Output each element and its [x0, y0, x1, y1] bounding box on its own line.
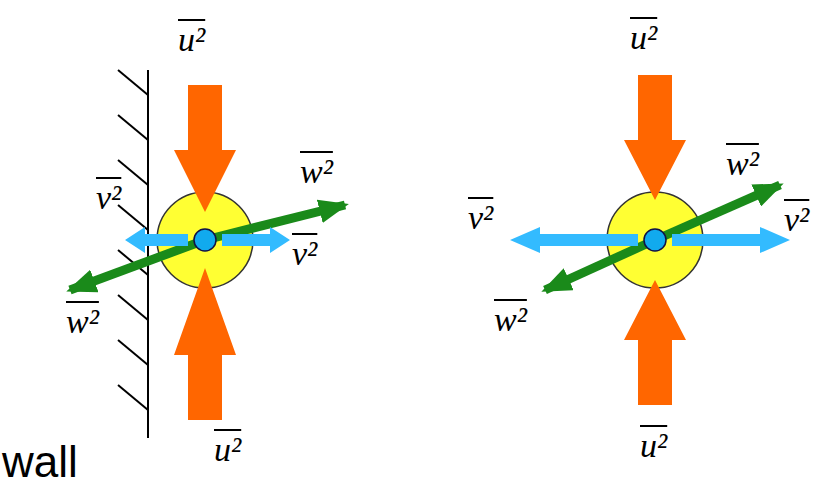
- stress-symbol: w²: [726, 142, 759, 186]
- stress-symbol: w²: [494, 298, 527, 342]
- stress-symbol: v²: [468, 196, 493, 240]
- stress-symbol: v²: [292, 232, 317, 276]
- wall-symbol: [118, 70, 148, 438]
- stress-symbol: u²: [178, 18, 205, 62]
- stress-symbol: w²: [66, 300, 99, 344]
- stress-symbol: w²: [300, 150, 333, 194]
- stress-symbol: v²: [784, 198, 809, 242]
- stress-symbol: u²: [640, 424, 667, 468]
- stress-symbol: v²: [96, 176, 121, 220]
- fluid-element-near-wall: [70, 85, 345, 420]
- stress-symbol: u²: [214, 428, 241, 472]
- stress-symbol: u²: [630, 16, 657, 60]
- wall-label: wall: [2, 438, 78, 486]
- fluid-element-free: [510, 75, 790, 405]
